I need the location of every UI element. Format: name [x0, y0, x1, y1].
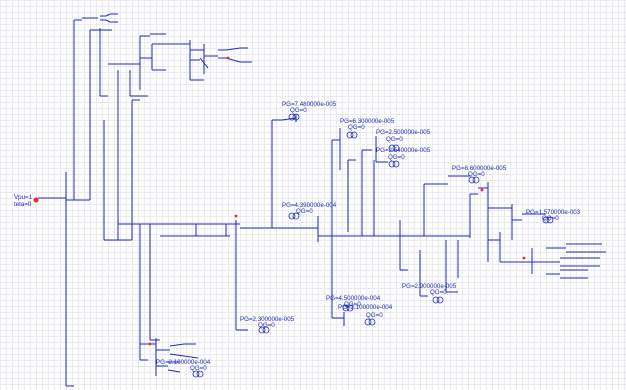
generator-icon [468, 176, 480, 184]
generator-icon [364, 318, 376, 326]
qg-label-7: QG=0 [542, 215, 559, 222]
qg-label-10: QG=0 [366, 312, 383, 319]
feeder-lower-left [140, 338, 199, 376]
generator-icon [432, 296, 444, 304]
pg-label-8: PG=2.900000e-005 [402, 283, 457, 290]
pg-label-6: PG=8.600000e-005 [452, 165, 507, 172]
pg-label-3: PG=2.500000e-005 [376, 129, 431, 136]
pg-label-1: PG=7.480000e-005 [282, 101, 337, 108]
pg-label-2: PG=6.300000e-005 [340, 118, 395, 125]
pg-label-7: PG=1.570000e-003 [526, 209, 581, 216]
generator-icon [192, 370, 204, 378]
generator-icon [388, 144, 400, 152]
generator-symbols [192, 113, 554, 378]
qg-label-9: QG=0 [344, 301, 361, 308]
qg-label-4: QG=0 [388, 154, 405, 161]
qg-label-2: QG=0 [348, 124, 365, 131]
generator-icon [258, 326, 270, 334]
generator-icon [288, 212, 300, 220]
qg-label-8: QG=0 [430, 289, 447, 296]
pg-label-9: PG=4.500000e-004 [326, 295, 381, 302]
feeder-right [399, 175, 606, 297]
qg-label-5: QG=0 [296, 208, 313, 215]
generator-icon [288, 113, 300, 121]
pg-label-11: PG=2.300000e-005 [240, 316, 295, 323]
red-markers [148, 56, 526, 346]
feeder-top-left [73, 13, 252, 241]
feeder-center [282, 128, 400, 326]
source-angle-label: teta=0 [14, 201, 32, 208]
source-voltage-label: Vpu=1 [14, 194, 33, 201]
qg-label-3: QG=0 [386, 136, 403, 143]
generator-icon [388, 160, 400, 168]
generator-icon [542, 216, 554, 224]
pg-label-10: PG=2.100000e-004 [338, 304, 393, 311]
qg-label-12: QG=0 [190, 365, 207, 372]
qg-label-11: QG=0 [258, 322, 275, 329]
pg-label-4: PG=2.540000e-005 [376, 147, 431, 154]
source-bus[interactable] [33, 172, 91, 387]
qg-label-1: QG=0 [290, 107, 307, 114]
main-feeder [118, 114, 297, 361]
pg-label-5: PG=4.390000e-004 [282, 202, 337, 209]
qg-label-6: QG=0 [468, 171, 485, 178]
generator-icon [342, 304, 354, 312]
pg-label-12: PG=2.100000e-004 [156, 359, 211, 366]
generator-icon [346, 131, 358, 139]
